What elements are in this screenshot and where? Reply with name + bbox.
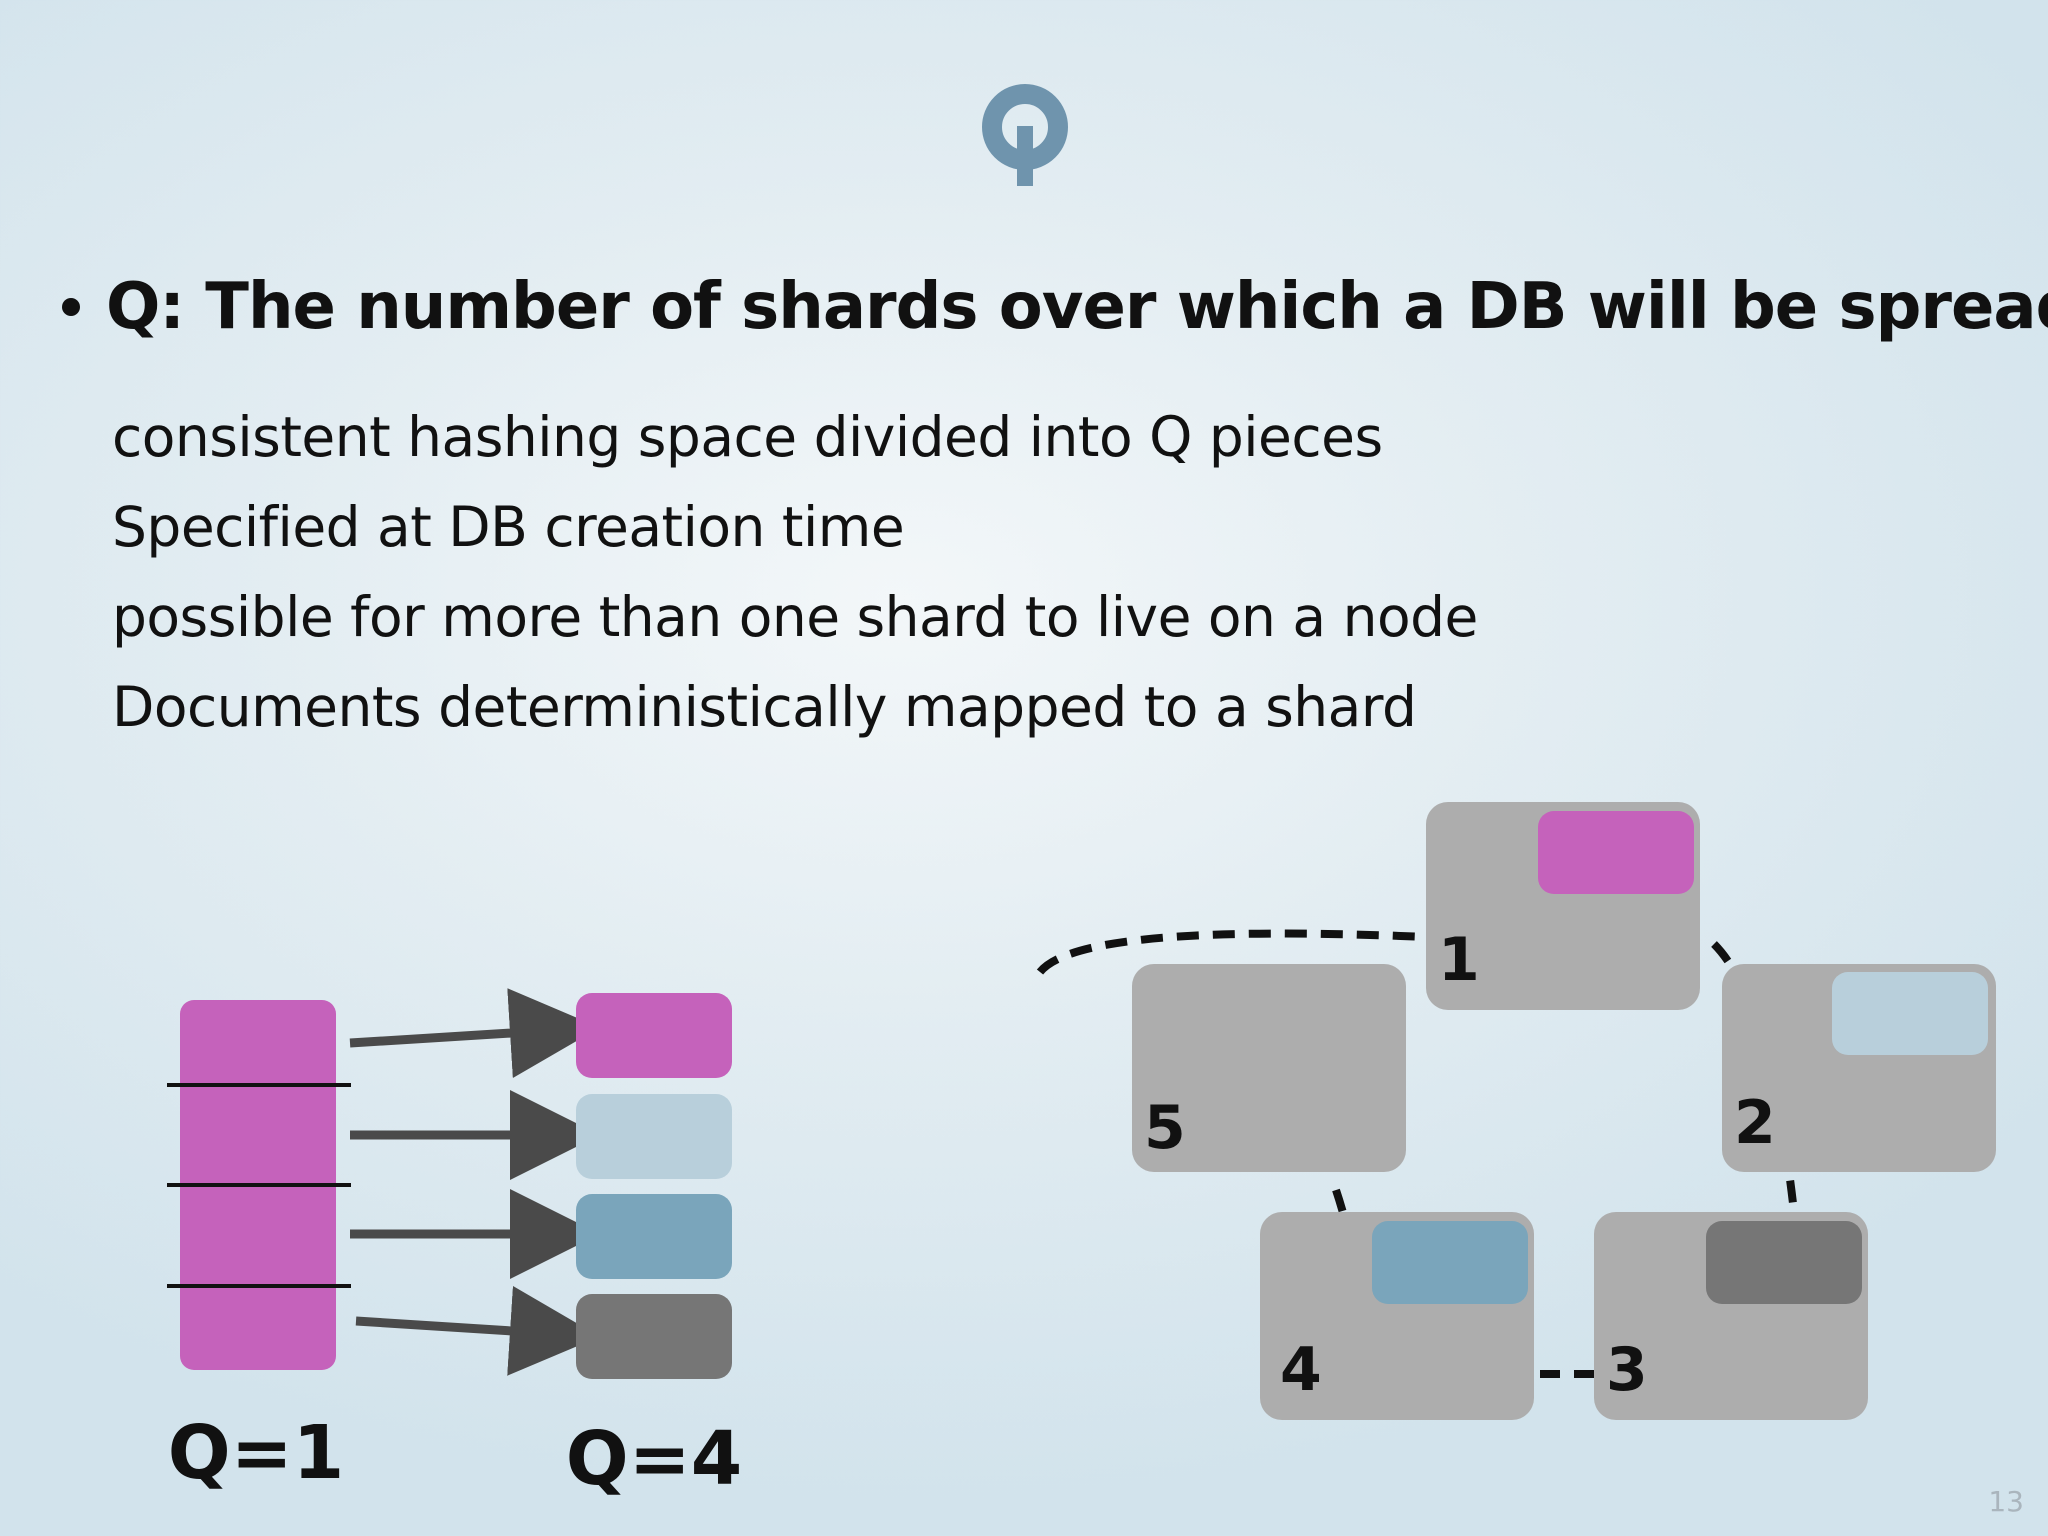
headline: Q: The number of shards over which a DB … xyxy=(106,270,2048,344)
main-bullet: Q: The number of shards over which a DB … xyxy=(62,270,2048,344)
sub-bullet-item: Documents deterministically mapped to a … xyxy=(112,675,1417,739)
node-label: 3 xyxy=(1606,1335,1648,1405)
bullet-dot-icon xyxy=(62,298,80,316)
page-number: 13 xyxy=(1988,1485,2024,1518)
shard-block xyxy=(576,993,732,1078)
node-1: 1 xyxy=(1426,802,1700,1010)
node-5: 5 xyxy=(1132,964,1406,1172)
node-label: 2 xyxy=(1734,1088,1776,1158)
node-label: 1 xyxy=(1438,925,1480,995)
node-2: 2 xyxy=(1722,964,1996,1172)
node-shard xyxy=(1372,1221,1528,1304)
node-3: 3 xyxy=(1594,1212,1868,1420)
shard-block xyxy=(576,1194,732,1279)
shard-block xyxy=(576,1094,732,1179)
arrow xyxy=(349,988,600,1079)
sub-bullet-item: Specified at DB creation time xyxy=(112,495,905,559)
node-shard xyxy=(1706,1221,1862,1304)
node-shard xyxy=(1832,972,1988,1055)
node-shard xyxy=(1538,811,1694,894)
arrow xyxy=(355,1285,600,1376)
node-label: 5 xyxy=(1144,1093,1186,1163)
node-label: 4 xyxy=(1280,1335,1322,1405)
sub-bullet-item: consistent hashing space divided into Q … xyxy=(112,405,1383,469)
node-4: 4 xyxy=(1260,1212,1534,1420)
q-logo-icon xyxy=(982,84,1068,186)
sub-bullet-item: possible for more than one shard to live… xyxy=(112,585,1478,649)
q4-label: Q=4 xyxy=(566,1416,742,1502)
q1-label: Q=1 xyxy=(168,1410,344,1496)
shard-block xyxy=(576,1294,732,1379)
sub-bullet-list: consistent hashing space divided into Q … xyxy=(112,392,1478,752)
